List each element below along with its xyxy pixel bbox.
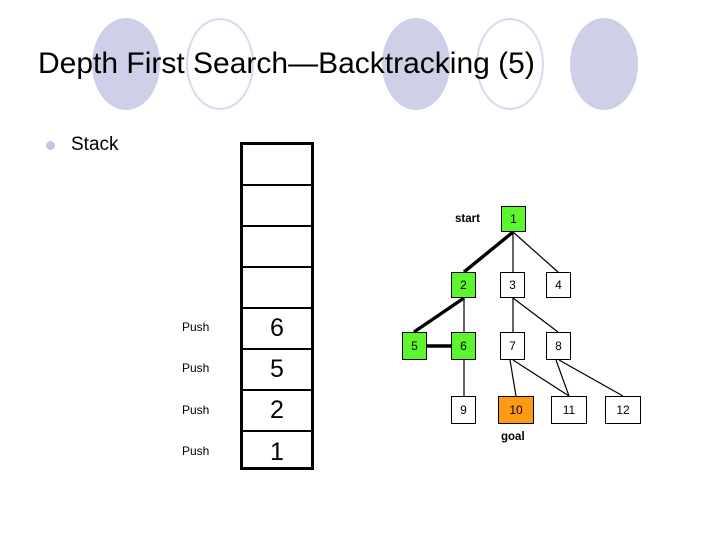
stack-action-label: Push [182, 320, 210, 334]
tree-node-5[interactable]: 5 [402, 332, 427, 360]
tree-goal-label: goal [501, 431, 525, 443]
tree-node-10[interactable]: 10 [498, 396, 534, 424]
decor-circle-5 [570, 18, 638, 110]
decor-circle-4 [476, 18, 544, 110]
stack-action-label: Push [182, 403, 210, 417]
stack-action-label: Push [182, 444, 210, 458]
decor-circle-2 [186, 18, 254, 110]
stack-cell: 5 [243, 350, 311, 391]
decor-circle-1 [92, 18, 160, 110]
stack-cell [243, 145, 311, 186]
stack-container: 6 5 2 1 [240, 142, 314, 470]
stack-cell [243, 227, 311, 268]
bullet-item-stack: Stack [46, 134, 119, 156]
tree-node-4[interactable]: 4 [546, 272, 571, 298]
tree-edge-1-2 [462, 230, 515, 274]
tree-edge-7-10 [509, 359, 517, 397]
decor-circle-3 [382, 18, 450, 110]
tree-node-12[interactable]: 12 [605, 396, 641, 424]
tree-node-11[interactable]: 11 [551, 396, 587, 424]
tree-start-label: start [455, 213, 480, 225]
tree-edge-8-12 [558, 359, 624, 397]
tree-node-6[interactable]: 6 [451, 332, 476, 360]
tree-edge-7-11 [512, 359, 570, 397]
tree-node-8[interactable]: 8 [546, 332, 571, 360]
stack-cell [243, 186, 311, 227]
tree-edge-3-8 [512, 297, 559, 333]
stack-cell: 6 [243, 309, 311, 350]
stack-action-label: Push [182, 361, 210, 375]
stack-cell: 2 [243, 391, 311, 432]
page-title: Depth First Search—Backtracking (5) [38, 47, 535, 80]
stack-cell [243, 268, 311, 309]
tree-node-2[interactable]: 2 [451, 272, 476, 298]
tree-node-1[interactable]: 1 [501, 206, 526, 232]
bullet-item-label: Stack [71, 134, 119, 155]
tree-edge-8-11 [555, 359, 570, 397]
tree-node-7[interactable]: 7 [500, 332, 525, 360]
tree-edge-1-4 [512, 231, 559, 273]
stack-cell: 1 [270, 438, 284, 466]
tree-node-3[interactable]: 3 [500, 272, 525, 298]
bullet-dot-icon [46, 140, 55, 150]
tree-node-9[interactable]: 9 [451, 396, 476, 424]
tree-edge-2-5 [413, 296, 465, 334]
